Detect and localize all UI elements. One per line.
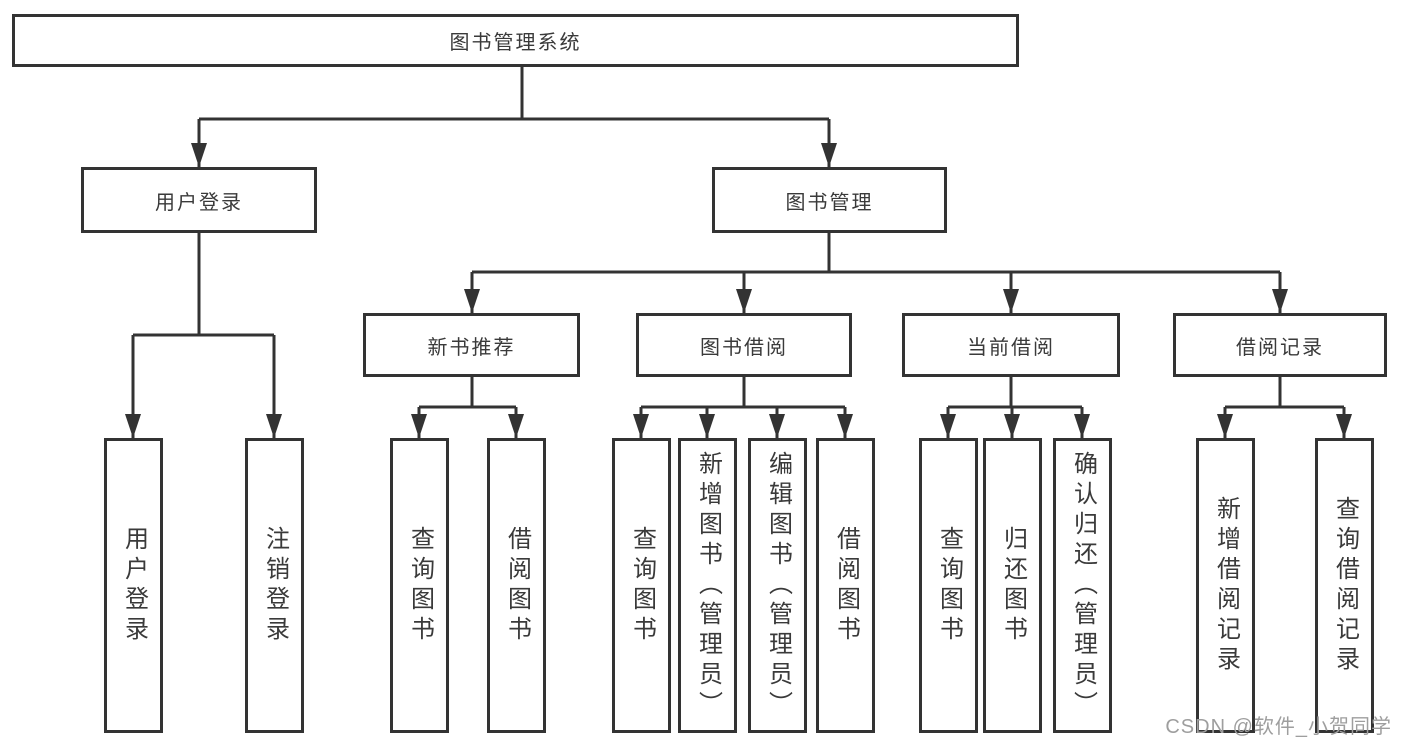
node-book-management-label: 图书管理 (785, 191, 874, 214)
arrowhead (508, 414, 524, 438)
node-current-borrow-label: 当前借阅 (967, 336, 1055, 359)
leaf-recommend-query-books: 查询图书 (390, 438, 449, 733)
arrowhead (464, 289, 480, 313)
arrowhead (940, 414, 956, 438)
arrowhead (837, 414, 853, 438)
csdn-watermark: CSDN @软件_小贺同学 (1165, 716, 1392, 738)
arrowhead (1004, 414, 1020, 438)
arrowhead (736, 289, 752, 313)
leaf-current-query-books: 查询图书 (919, 438, 978, 733)
arrowhead (1074, 414, 1090, 438)
leaf-query-borrow-record: 查询借阅记录 (1315, 438, 1374, 733)
node-current-borrow: 当前借阅 (902, 313, 1120, 377)
arrowhead (266, 414, 282, 438)
arrowhead (191, 143, 207, 167)
arrowhead (633, 414, 649, 438)
leaf-user-login-label: 用户登录 (120, 525, 148, 646)
node-new-book-recommend-label: 新书推荐 (427, 336, 516, 359)
leaf-logout-label: 注销登录 (261, 525, 289, 646)
node-book-management: 图书管理 (712, 167, 947, 233)
leaf-confirm-return-admin-label: 确认归还（管理员） (1069, 450, 1097, 721)
node-root-label: 图书管理系统 (449, 32, 582, 54)
leaf-recommend-borrow-books: 借阅图书 (487, 438, 546, 733)
node-root: 图书管理系统 (12, 14, 1019, 67)
leaf-current-query-books-label: 查询图书 (935, 525, 963, 646)
leaf-return-books: 归还图书 (983, 438, 1042, 733)
leaf-recommend-query-books-label: 查询图书 (406, 525, 434, 646)
node-user-login: 用户登录 (81, 167, 317, 233)
leaf-edit-books-admin-label: 编辑图书（管理员） (764, 450, 792, 721)
leaf-add-books-admin-label: 新增图书（管理员） (694, 450, 722, 721)
leaf-confirm-return-admin: 确认归还（管理员） (1053, 438, 1112, 733)
arrowhead (1217, 414, 1233, 438)
arrowhead (821, 143, 837, 167)
arrowhead (411, 414, 427, 438)
leaf-borrow-books-label: 借阅图书 (832, 525, 860, 646)
node-book-borrow-label: 图书借阅 (700, 336, 788, 359)
leaf-edit-books-admin: 编辑图书（管理员） (748, 438, 807, 733)
node-borrow-record-label: 借阅记录 (1236, 336, 1324, 359)
leaf-borrow-query-books: 查询图书 (612, 438, 671, 733)
arrowhead (769, 414, 785, 438)
leaf-logout: 注销登录 (245, 438, 304, 733)
node-borrow-record: 借阅记录 (1173, 313, 1387, 377)
leaf-borrow-query-books-label: 查询图书 (628, 525, 656, 646)
leaf-borrow-books: 借阅图书 (816, 438, 875, 733)
node-user-login-label: 用户登录 (155, 191, 243, 214)
tree-edges (131, 67, 1346, 438)
leaf-add-borrow-record: 新增借阅记录 (1196, 438, 1255, 733)
arrowhead (1272, 289, 1288, 313)
node-book-borrow: 图书借阅 (636, 313, 852, 377)
leaf-return-books-label: 归还图书 (999, 525, 1027, 646)
arrowhead (125, 414, 141, 438)
arrowhead (1003, 289, 1019, 313)
leaf-add-borrow-record-label: 新增借阅记录 (1212, 495, 1240, 676)
leaf-recommend-borrow-books-label: 借阅图书 (503, 525, 531, 646)
leaf-add-books-admin: 新增图书（管理员） (678, 438, 737, 733)
node-new-book-recommend: 新书推荐 (363, 313, 580, 377)
arrowhead (699, 414, 715, 438)
leaf-user-login: 用户登录 (104, 438, 163, 733)
leaf-query-borrow-record-label: 查询借阅记录 (1331, 495, 1359, 676)
arrowhead (1336, 414, 1352, 438)
